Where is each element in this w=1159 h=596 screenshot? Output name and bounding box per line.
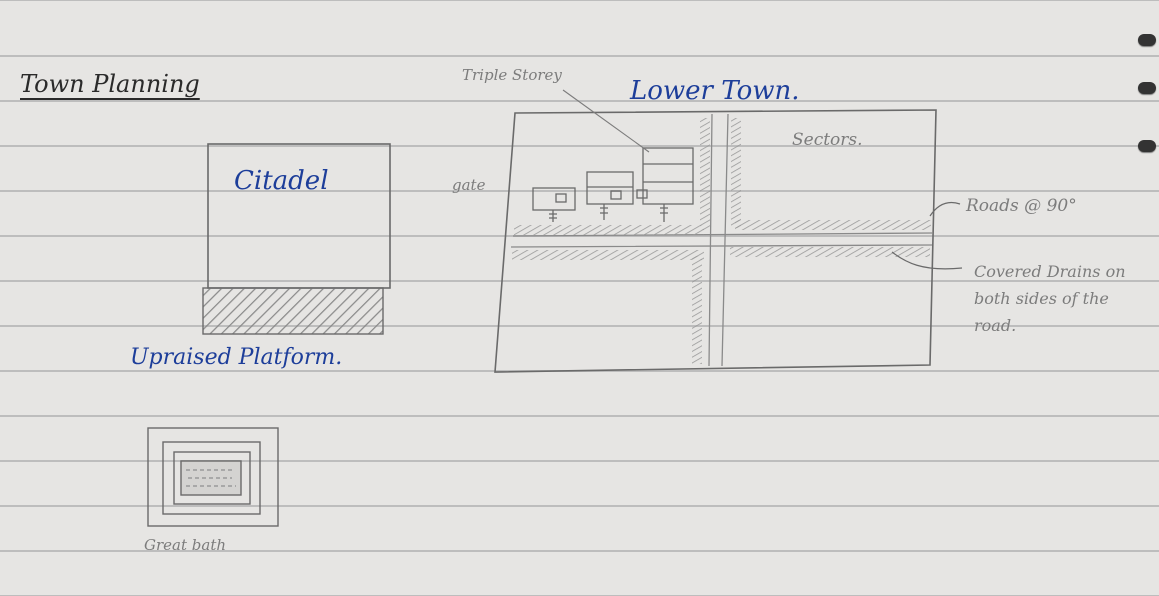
covered-drains-label: Covered Drains on both sides of the road…	[974, 262, 1126, 335]
drain-hatch	[731, 118, 741, 228]
drains-pointer	[891, 251, 963, 270]
lower-town-label: Lower Town.	[630, 76, 800, 106]
upraised-platform-hatch	[202, 287, 384, 335]
spiral-ring	[1138, 82, 1156, 94]
road-vertical	[708, 113, 729, 367]
house-3	[636, 147, 694, 222]
upraised-platform-label: Upraised Platform.	[130, 345, 343, 370]
great-bath-sketch	[147, 427, 279, 527]
spiral-ring	[1138, 140, 1156, 152]
drain-hatch	[692, 256, 702, 364]
spiral-ring	[1138, 34, 1156, 46]
drain-hatch	[735, 220, 931, 230]
sectors-label: Sectors.	[792, 130, 863, 150]
drain-hatch	[730, 247, 930, 257]
page-title: Town Planning	[20, 70, 200, 98]
roads-pointer	[929, 201, 961, 217]
lower-town-sketch	[494, 89, 963, 373]
house-1	[532, 187, 576, 222]
drain-hatch	[700, 118, 710, 230]
citadel-label: Citadel	[234, 166, 329, 196]
triple-storey-label: Triple Storey	[462, 66, 562, 84]
road-horizontal	[510, 232, 934, 248]
roads-label: Roads @ 90°	[966, 196, 1077, 216]
drain-hatch	[514, 225, 704, 235]
triple-storey-pointer	[562, 89, 650, 153]
gate-label: gate	[452, 176, 486, 194]
great-bath-label: Great bath	[144, 536, 227, 554]
lower-town-outline	[494, 109, 937, 373]
citadel-sketch	[202, 143, 391, 335]
house-2	[586, 171, 634, 220]
drain-hatch	[512, 250, 704, 260]
